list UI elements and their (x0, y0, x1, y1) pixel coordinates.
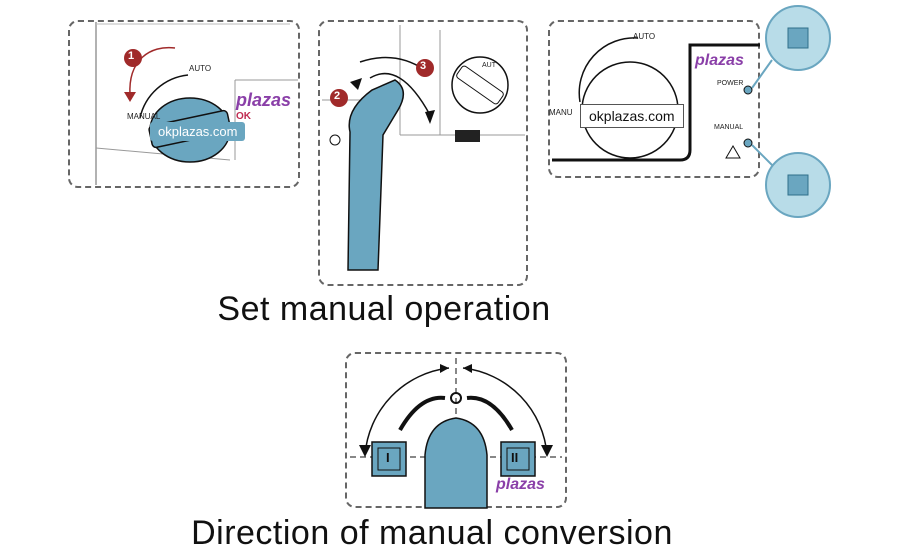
panel2-aut-label: AUT (482, 62, 496, 69)
panel1-auto-label: AUTO (189, 64, 212, 73)
panel3-manual-label: MANU (549, 108, 573, 117)
watermark-site-2: okplazas.com (580, 104, 684, 128)
rotate-arrow-icon (129, 46, 176, 96)
watermark-brand: plazas (496, 476, 545, 493)
panel3-auto-label: AUTO (633, 32, 656, 41)
watermark-brand: plazas (695, 52, 744, 69)
manual-led-label: MANUAL (714, 124, 744, 131)
led-glow-icon (765, 5, 831, 218)
watermark-ok: OK (236, 111, 251, 122)
watermark-site-1: okplazas.com (150, 122, 246, 141)
warning-icon (725, 145, 741, 159)
watermark-logo-1: plazas OK (236, 90, 291, 122)
watermark-logo-2: plazas (695, 52, 744, 70)
caption-direction: Direction of manual conversion (191, 514, 673, 552)
watermark-brand: plazas (236, 90, 292, 110)
position-1-label: I (386, 450, 390, 465)
power-label: POWER (717, 80, 744, 87)
step2-badge: 2 (334, 90, 341, 102)
watermark-logo-3: plazas (496, 476, 545, 494)
position-2-label: II (511, 450, 519, 465)
panel1-manual-label: MANUAL (127, 112, 161, 121)
step3-badge: 3 (420, 60, 427, 72)
caption-set-manual: Set manual operation (217, 290, 551, 328)
step1-badge: 1 (128, 50, 135, 62)
